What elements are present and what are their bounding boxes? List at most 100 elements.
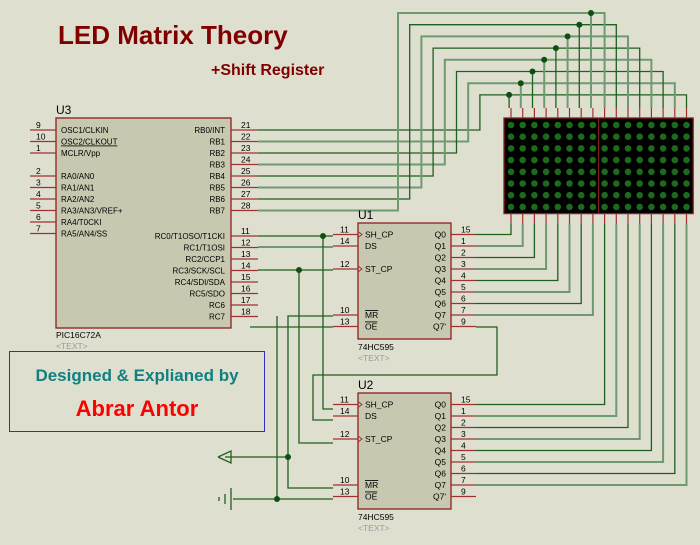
led-dot[interactable] [542,191,550,199]
led-dot[interactable] [624,168,632,176]
led-dot[interactable] [531,203,538,211]
led-dot[interactable] [601,133,608,140]
led-dot[interactable] [566,156,573,164]
led-dot[interactable] [671,180,679,187]
led-dot[interactable] [531,180,538,187]
led-dot[interactable] [554,203,562,211]
led-dot[interactable] [566,145,573,152]
led-dot[interactable] [613,168,620,176]
led-dot[interactable] [554,133,562,140]
led-dot[interactable] [589,191,597,199]
led-dot[interactable] [636,133,643,140]
led-dot[interactable] [554,168,562,176]
led-dot[interactable] [601,168,608,176]
led-dot[interactable] [507,121,515,129]
led-dot[interactable] [554,156,562,164]
led-dot[interactable] [507,180,515,187]
led-dot[interactable] [531,168,538,176]
led-dot[interactable] [566,180,573,187]
led-dot[interactable] [601,203,608,211]
led-dot[interactable] [577,168,585,176]
led-dot[interactable] [683,203,690,211]
led-dot[interactable] [648,121,655,129]
led-dot[interactable] [589,121,597,129]
led-dot[interactable] [519,191,526,199]
led-dot[interactable] [613,145,620,152]
led-dot[interactable] [636,203,643,211]
led-dot[interactable] [589,180,597,187]
led-dot[interactable] [659,203,667,211]
led-dot[interactable] [624,180,632,187]
led-dot[interactable] [683,168,690,176]
led-dot[interactable] [671,191,679,199]
led-dot[interactable] [589,145,597,152]
led-dot[interactable] [519,156,526,164]
led-dot[interactable] [577,133,585,140]
led-dot[interactable] [507,145,515,152]
led-dot[interactable] [624,203,632,211]
led-dot[interactable] [624,121,632,129]
led-dot[interactable] [577,180,585,187]
led-dot[interactable] [636,145,643,152]
led-dot[interactable] [671,145,679,152]
led-dot[interactable] [659,168,667,176]
led-dot[interactable] [601,191,608,199]
led-dot[interactable] [683,180,690,187]
led-dot[interactable] [589,133,597,140]
led-dot[interactable] [648,133,655,140]
led-dot[interactable] [554,121,562,129]
led-dot[interactable] [613,121,620,129]
led-dot[interactable] [659,191,667,199]
led-dot[interactable] [507,203,515,211]
led-dot[interactable] [613,203,620,211]
led-dot[interactable] [659,121,667,129]
led-dot[interactable] [648,145,655,152]
led-dot[interactable] [659,145,667,152]
led-dot[interactable] [589,203,597,211]
led-dot[interactable] [577,191,585,199]
led-dot[interactable] [683,156,690,164]
led-dot[interactable] [613,180,620,187]
led-dot[interactable] [624,133,632,140]
led-dot[interactable] [671,156,679,164]
led-dot[interactable] [531,191,538,199]
led-dot[interactable] [636,168,643,176]
led-dot[interactable] [601,121,608,129]
led-dot[interactable] [519,203,526,211]
led-dot[interactable] [648,180,655,187]
led-dot[interactable] [613,156,620,164]
led-dot[interactable] [566,121,573,129]
led-dot[interactable] [589,168,597,176]
led-dot[interactable] [577,145,585,152]
led-dot[interactable] [519,180,526,187]
led-dot[interactable] [542,156,550,164]
led-dot[interactable] [648,203,655,211]
led-dot[interactable] [542,133,550,140]
led-dot[interactable] [683,191,690,199]
led-dot[interactable] [671,168,679,176]
led-dot[interactable] [566,133,573,140]
led-dot[interactable] [507,156,515,164]
led-dot[interactable] [519,121,526,129]
led-dot[interactable] [624,191,632,199]
led-dot[interactable] [566,191,573,199]
led-dot[interactable] [648,191,655,199]
led-dot[interactable] [659,133,667,140]
led-dot[interactable] [577,203,585,211]
led-dot[interactable] [671,203,679,211]
led-dot[interactable] [542,121,550,129]
led-dot[interactable] [507,133,515,140]
led-dot[interactable] [519,145,526,152]
led-dot[interactable] [624,145,632,152]
led-dot[interactable] [636,156,643,164]
led-dot[interactable] [648,156,655,164]
led-dot[interactable] [601,156,608,164]
led-dot[interactable] [613,133,620,140]
led-dot[interactable] [566,203,573,211]
led-dot[interactable] [683,145,690,152]
led-dot[interactable] [648,168,655,176]
led-dot[interactable] [554,191,562,199]
led-dot[interactable] [624,156,632,164]
led-dot[interactable] [577,121,585,129]
